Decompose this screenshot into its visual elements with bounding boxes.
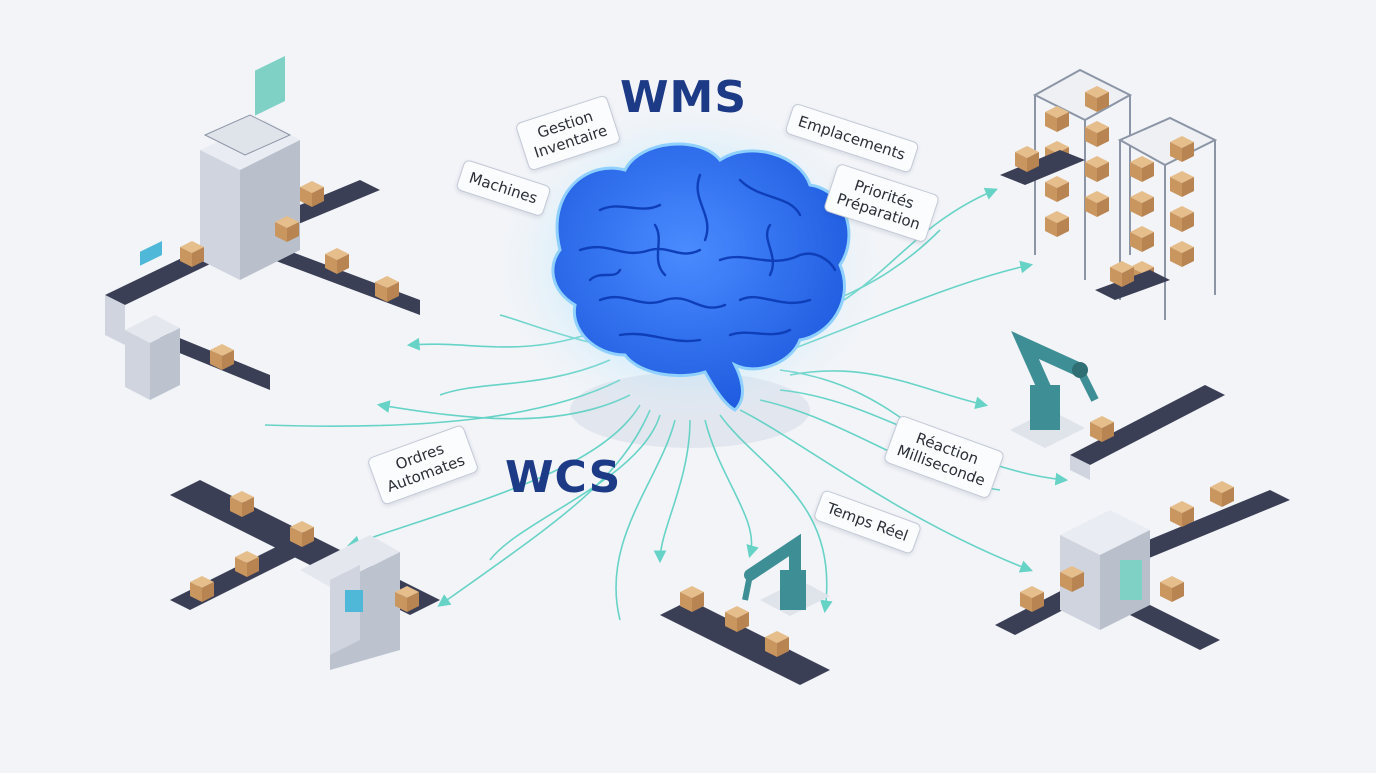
robot-arm-module	[1010, 331, 1225, 480]
wcs-title: WCS	[505, 452, 622, 503]
conveyor-scanner-module	[105, 55, 420, 400]
bottom-right-scanner-module	[995, 481, 1290, 650]
bottom-left-conveyor-module	[170, 480, 440, 670]
brain-icon	[490, 95, 890, 435]
center-robot-conveyor-module	[660, 533, 830, 685]
storage-racks-module	[1000, 68, 1218, 320]
wms-title: WMS	[620, 72, 748, 123]
